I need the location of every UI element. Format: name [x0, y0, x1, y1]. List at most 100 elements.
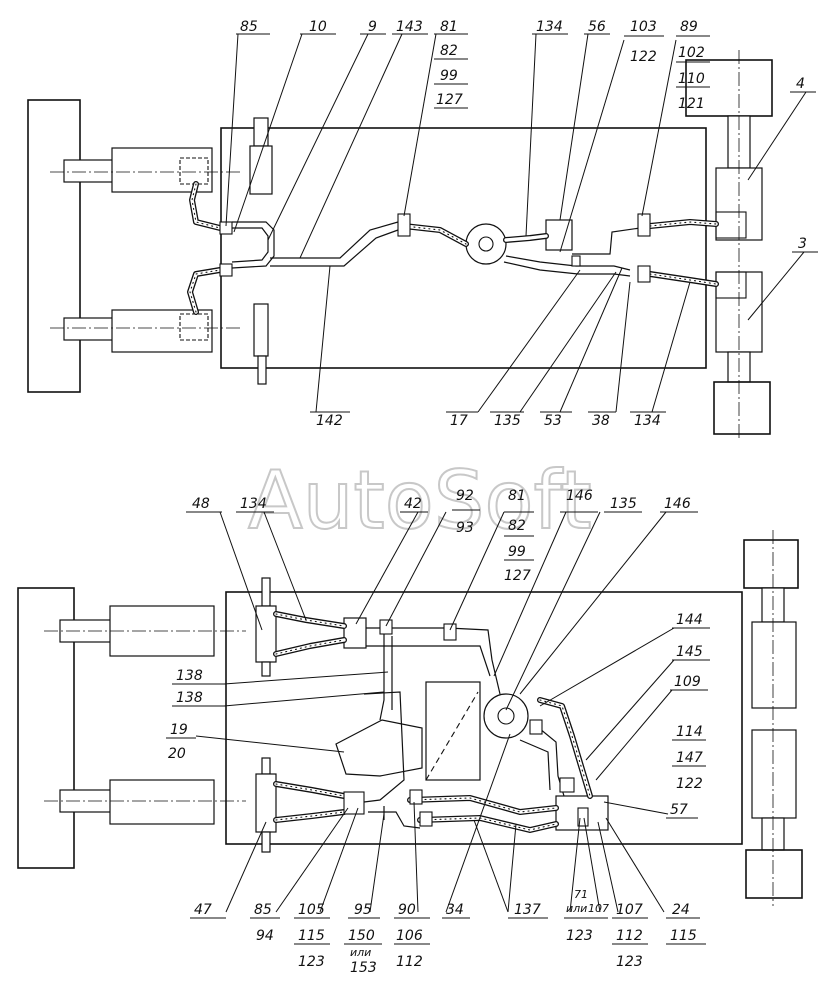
label: 42: [404, 496, 422, 512]
distributor-42: [343, 617, 367, 649]
label: 134: [634, 413, 661, 429]
label: 92: [456, 488, 474, 504]
label: или: [350, 946, 371, 959]
label: 123: [566, 928, 593, 944]
label: 142: [316, 413, 343, 429]
label: 85: [254, 902, 272, 918]
label: 145: [676, 644, 703, 660]
label: 34: [446, 902, 464, 918]
label: 109: [674, 674, 701, 690]
label: 81: [508, 488, 526, 504]
label: 112: [396, 954, 423, 970]
label: 10: [309, 19, 327, 35]
label: 115: [298, 928, 325, 944]
top-post-a-body: [249, 145, 273, 195]
label: 95: [354, 902, 372, 918]
top-labels: 85 10 9 143 81 82 99 127 134 56 103 122 …: [236, 19, 818, 429]
top-cylinder-rod-upper: [63, 159, 115, 183]
label: или: [566, 902, 587, 915]
label: 110: [678, 71, 705, 87]
label: 47: [194, 902, 212, 918]
top-cylinder-rod-lower: [63, 317, 115, 341]
label: 127: [504, 568, 531, 584]
label: 122: [676, 776, 703, 792]
bottom-frame: [225, 591, 743, 845]
block-47: [255, 773, 277, 833]
label: 143: [396, 19, 423, 35]
label: 122: [630, 49, 657, 65]
block-47-top: [261, 757, 271, 775]
label: 144: [676, 612, 703, 628]
bottom-labels: 48 134 42 92 93 81 82 99 127 146 135 146…: [166, 488, 710, 976]
label: 53: [544, 413, 562, 429]
block-47-bottom: [261, 831, 271, 853]
label: 20: [168, 746, 186, 762]
label: 123: [616, 954, 643, 970]
label: 135: [610, 496, 637, 512]
bottom-view: [17, 530, 803, 906]
label: 99: [508, 544, 526, 560]
label: 127: [436, 92, 463, 108]
top-cylinder-lower: [111, 309, 213, 353]
label: 93: [456, 520, 474, 536]
top-post-b: [253, 303, 269, 357]
top-post-b-rod: [257, 355, 267, 385]
label: 105: [298, 902, 325, 918]
label: 82: [440, 43, 458, 59]
top-frame: [220, 127, 707, 369]
label: 146: [664, 496, 691, 512]
top-leaders: [225, 33, 807, 413]
bottom-cylinder-lower: [109, 779, 215, 825]
label: 71: [574, 888, 588, 901]
top-post-a: [253, 117, 269, 147]
label: 123: [298, 954, 325, 970]
bottom-left-block: [17, 587, 75, 869]
label: 17: [450, 413, 468, 429]
bottom-right-wheel-upper: [743, 539, 799, 589]
label: 115: [670, 928, 697, 944]
label: 106: [396, 928, 423, 944]
label: 3: [798, 236, 807, 252]
label: 19: [170, 722, 188, 738]
label: 121: [678, 96, 705, 112]
label: 138: [176, 668, 203, 684]
bottom-right-hub-lower: [751, 729, 797, 819]
label: 134: [240, 496, 267, 512]
bottom-leaders: [195, 511, 675, 913]
label: 102: [678, 45, 705, 61]
center-tank: [425, 681, 481, 781]
block-48-bottom: [261, 661, 271, 677]
label: 24: [672, 902, 690, 918]
label: 38: [592, 413, 610, 429]
label: 89: [680, 19, 698, 35]
label: 4: [796, 76, 805, 92]
top-left-block: [27, 99, 81, 393]
top-pump: [465, 223, 507, 265]
block-48: [255, 605, 277, 663]
label: 9: [368, 19, 377, 35]
label: 138: [176, 690, 203, 706]
label: 135: [494, 413, 521, 429]
top-right-wheel-lower: [713, 381, 771, 435]
label: 112: [616, 928, 643, 944]
label: 114: [676, 724, 703, 740]
watermark: AutoSoft: [248, 454, 592, 547]
label: 147: [676, 750, 703, 766]
component-19-20: [335, 719, 423, 777]
label: 82: [508, 518, 526, 534]
label: 48: [192, 496, 210, 512]
label: 137: [514, 902, 541, 918]
label: 81: [440, 19, 458, 35]
label: 150: [348, 928, 375, 944]
label: 57: [670, 802, 688, 818]
label: 94: [256, 928, 274, 944]
label: 107: [616, 902, 643, 918]
bottom-right-hub-upper: [751, 621, 797, 709]
label: 56: [588, 19, 606, 35]
label: 103: [630, 19, 657, 35]
block-48-top: [261, 577, 271, 607]
bottom-right-wheel-lower: [745, 849, 803, 899]
bottom-pump: [483, 693, 529, 739]
label: 90: [398, 902, 416, 918]
